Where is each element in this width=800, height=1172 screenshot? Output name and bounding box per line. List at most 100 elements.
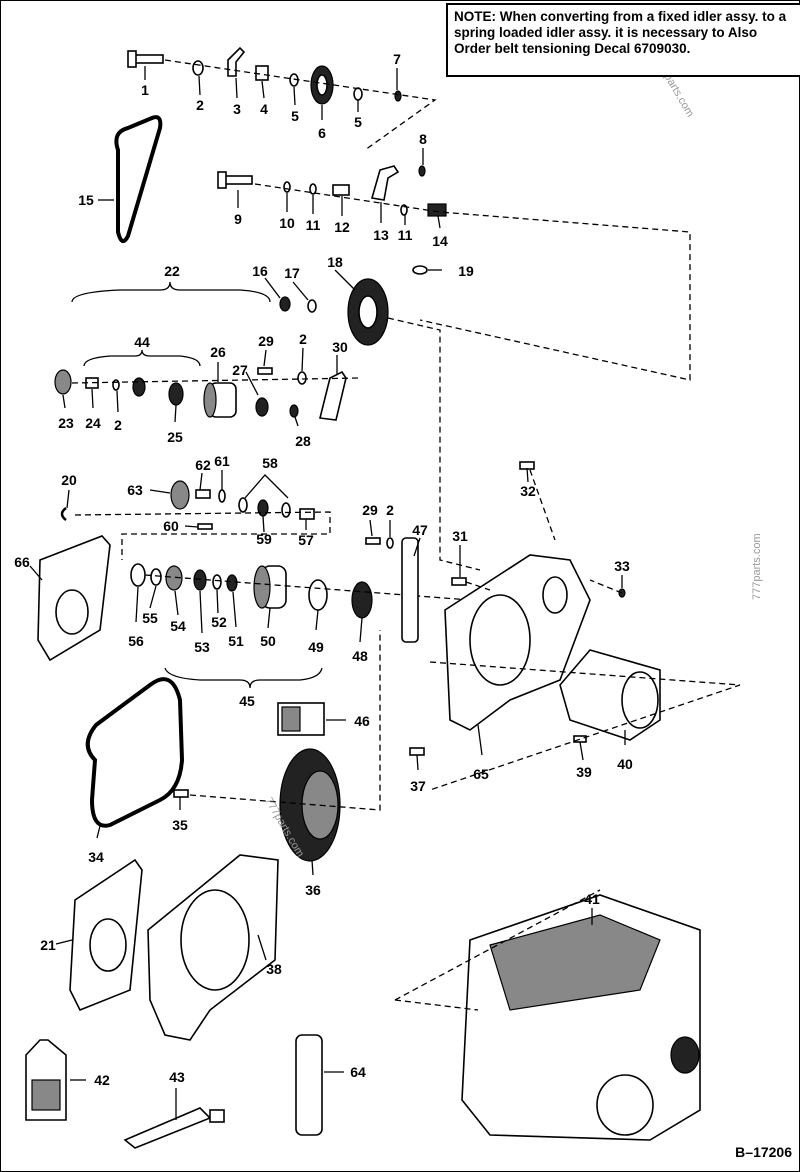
group-bracket-22 bbox=[71, 281, 271, 303]
front-cover-opening-shape bbox=[180, 889, 250, 991]
leader-line bbox=[477, 724, 483, 756]
washer-shape bbox=[212, 574, 222, 590]
part-number: 65 bbox=[473, 766, 489, 782]
hub-shape bbox=[308, 579, 328, 611]
bearing-shape bbox=[257, 499, 269, 517]
leader-line bbox=[245, 371, 259, 396]
leader-line bbox=[359, 617, 363, 643]
spacer-shape bbox=[332, 184, 350, 196]
bolt-shape bbox=[451, 577, 467, 586]
part-number: 64 bbox=[350, 1064, 366, 1080]
part-number: 26 bbox=[210, 344, 226, 360]
note-label: NOTE: bbox=[454, 9, 496, 24]
leader-line bbox=[29, 565, 43, 581]
part-number: 2 bbox=[386, 502, 394, 518]
part-number: 14 bbox=[432, 233, 448, 249]
part-number: 51 bbox=[228, 633, 244, 649]
nut-shape bbox=[226, 574, 238, 592]
bolt-head-shape bbox=[217, 171, 227, 189]
bearing-shape bbox=[193, 569, 207, 591]
part-number: 35 bbox=[172, 817, 188, 833]
part-number: 20 bbox=[61, 472, 77, 488]
part-number: 8 bbox=[419, 131, 427, 147]
leader-line bbox=[579, 741, 584, 761]
part-number: 13 bbox=[373, 227, 389, 243]
group-bracket-45 bbox=[164, 667, 323, 689]
gear-case-port-shape bbox=[542, 576, 568, 614]
leader-line bbox=[198, 75, 201, 96]
leader-line bbox=[184, 525, 199, 528]
pin-shape bbox=[197, 523, 213, 530]
leader-line bbox=[62, 394, 66, 409]
group-bracket-44 bbox=[83, 349, 201, 367]
gasket-hole-shape bbox=[55, 589, 89, 635]
part-number: 17 bbox=[284, 265, 300, 281]
assembly-line bbox=[465, 581, 491, 591]
part-number: 52 bbox=[211, 614, 227, 630]
plug-shape bbox=[412, 265, 428, 275]
part-number: 39 bbox=[576, 764, 592, 780]
pulley-hub-shape bbox=[358, 295, 378, 329]
spacer-shape bbox=[299, 508, 315, 520]
tube-cap-shape bbox=[209, 1109, 225, 1123]
leader-line bbox=[413, 537, 421, 557]
assembly-line bbox=[394, 889, 601, 1001]
part-number: 21 bbox=[40, 937, 56, 953]
leader-line bbox=[294, 416, 299, 427]
bearing-shape bbox=[168, 382, 184, 406]
nut-shape bbox=[279, 296, 291, 312]
leader-line bbox=[116, 390, 119, 413]
washer-shape bbox=[400, 204, 408, 216]
leader-line bbox=[199, 472, 203, 491]
assembly-line bbox=[71, 377, 361, 384]
leader-line bbox=[437, 215, 441, 229]
part-number: 58 bbox=[262, 455, 278, 471]
leader-line bbox=[96, 825, 101, 839]
leader-line bbox=[315, 609, 319, 631]
part-number: 28 bbox=[295, 433, 311, 449]
leader-line bbox=[293, 86, 296, 106]
part-number: 11 bbox=[306, 217, 321, 233]
bearing-shape bbox=[255, 397, 269, 417]
part-number: 9 bbox=[234, 211, 242, 227]
leader-line bbox=[264, 277, 281, 299]
part-number: 61 bbox=[214, 453, 230, 469]
part-number: 41 bbox=[584, 891, 600, 907]
belt-shape bbox=[85, 677, 185, 828]
part-number: 50 bbox=[260, 633, 276, 649]
part-number: 33 bbox=[614, 558, 630, 574]
bearing-shape bbox=[165, 565, 183, 591]
part-number: 57 bbox=[298, 532, 314, 548]
leader-line bbox=[174, 590, 179, 616]
bearing-shape bbox=[132, 377, 146, 397]
assembly-line bbox=[394, 999, 479, 1011]
note-box: NOTE: When converting from a fixed idler… bbox=[446, 3, 800, 77]
assembly-line bbox=[164, 59, 437, 151]
nut-shape bbox=[394, 90, 402, 102]
part-number: 63 bbox=[127, 482, 143, 498]
washer-shape bbox=[297, 371, 307, 385]
gear-shaft-assembly bbox=[54, 367, 361, 421]
group-leader-58 bbox=[244, 474, 289, 499]
part-number: 55 bbox=[142, 610, 158, 626]
leader-line bbox=[369, 519, 373, 537]
bolt-shape bbox=[409, 747, 425, 756]
assembly-line bbox=[74, 511, 331, 560]
leader-line bbox=[292, 281, 309, 301]
leader-line bbox=[311, 859, 314, 876]
gear-face-shape bbox=[253, 565, 271, 609]
part-number: 15 bbox=[78, 192, 94, 208]
assembly-line bbox=[429, 661, 741, 791]
snap-ring-shape bbox=[130, 563, 146, 587]
drawing-number: B–17206 bbox=[735, 1144, 792, 1160]
leader-line bbox=[263, 349, 267, 367]
part-number: 46 bbox=[354, 713, 370, 729]
part-number: 19 bbox=[458, 263, 474, 279]
watermark-text: 777parts.com bbox=[751, 533, 763, 600]
part-number: 56 bbox=[128, 633, 144, 649]
decal-image-shape bbox=[281, 706, 301, 732]
part-number: 24 bbox=[85, 415, 101, 431]
engine-head-shape bbox=[489, 914, 661, 1011]
leader-line bbox=[257, 934, 267, 961]
